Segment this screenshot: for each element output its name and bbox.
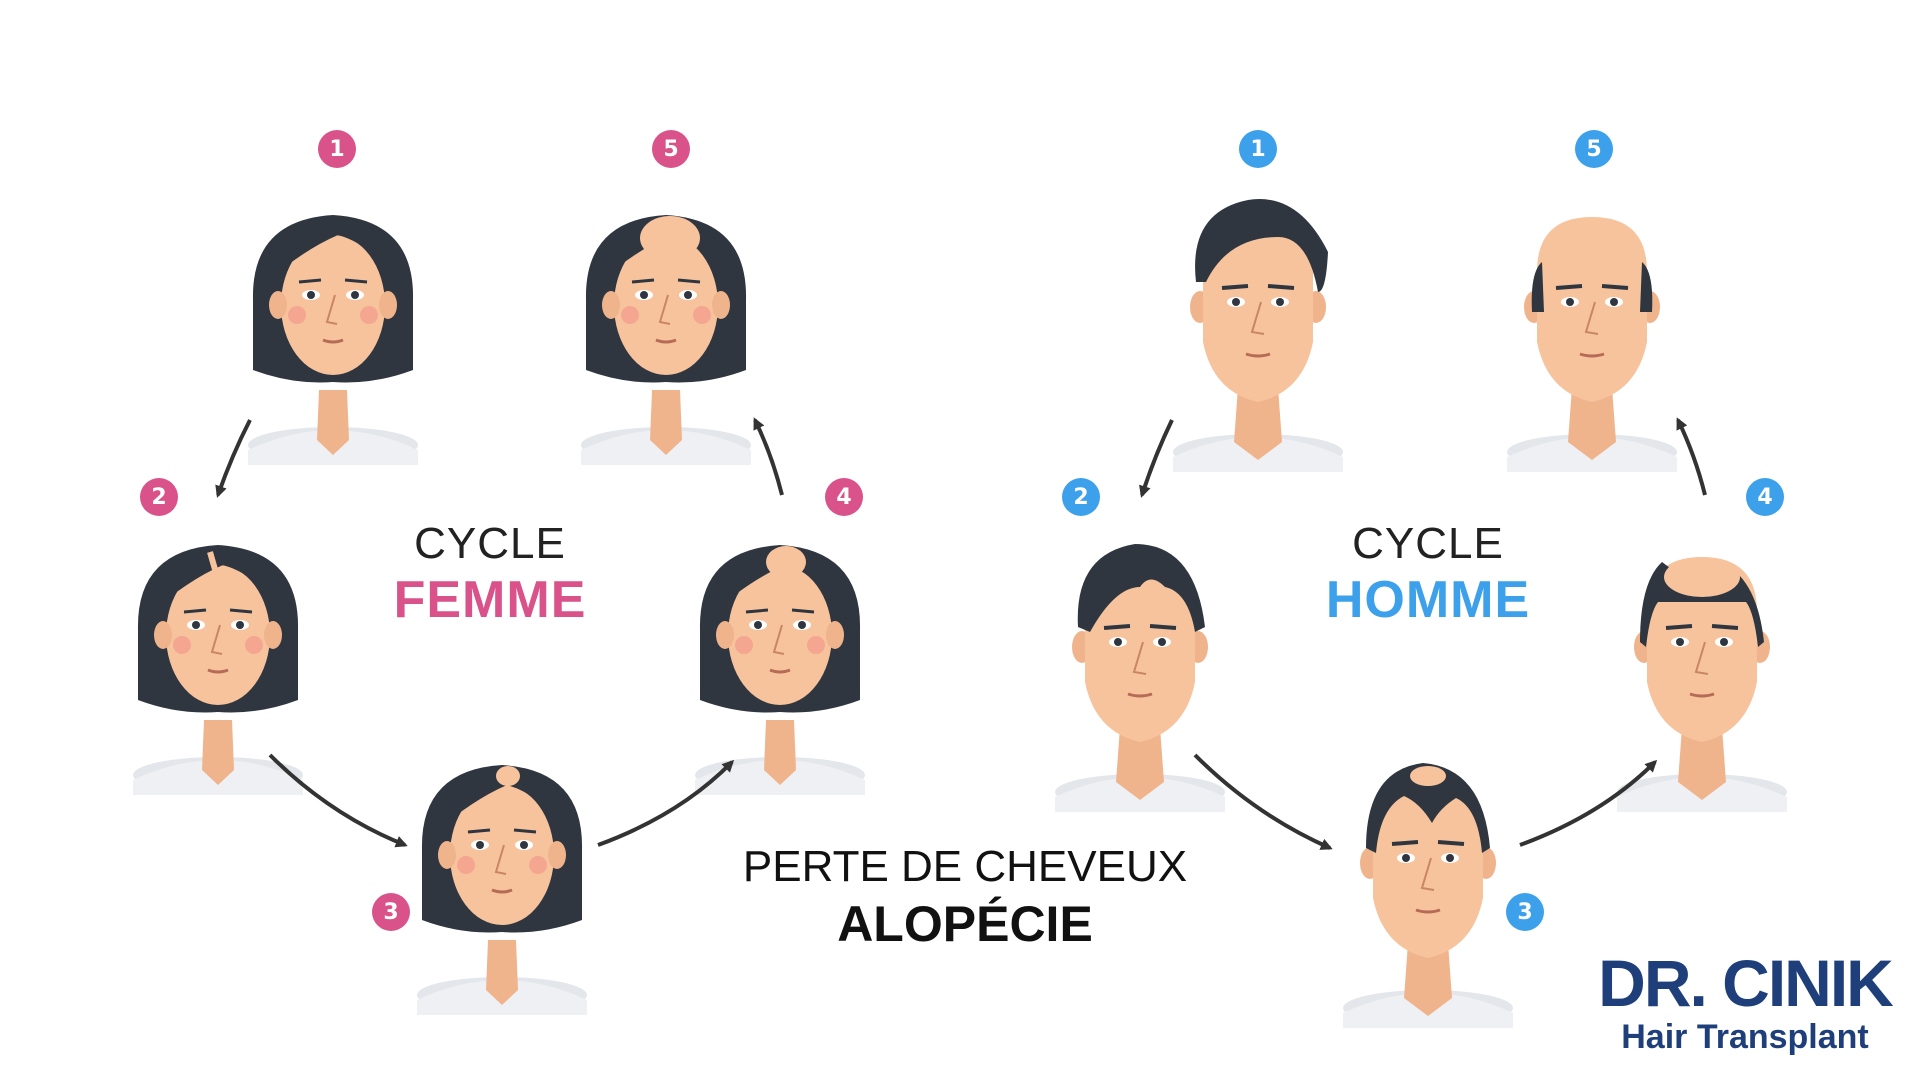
arrow-f-4-5 xyxy=(753,417,784,496)
female-head-3 xyxy=(415,763,589,1017)
arrow-m-2-3 xyxy=(1193,753,1333,850)
male-step-badge-5: 5 xyxy=(1575,130,1613,168)
logo-brand: DR. CINIK xyxy=(1598,946,1894,1020)
arrow-m-4-5 xyxy=(1676,417,1707,496)
arrow-f-3-4 xyxy=(597,759,735,847)
male-head-3 xyxy=(1341,763,1515,1030)
female-step-badge-1: 1 xyxy=(318,130,356,168)
arrow-m-3-4 xyxy=(1519,759,1658,847)
female-head-2 xyxy=(131,543,305,797)
male-head-1 xyxy=(1171,199,1345,474)
arrow-m-1-2 xyxy=(1139,419,1174,498)
female-step-badge-4: 4 xyxy=(825,478,863,516)
arrow-f-2-3 xyxy=(268,753,408,848)
female-step-badge-2: 2 xyxy=(140,478,178,516)
center-title-line1: PERTE DE CHEVEUX xyxy=(742,842,1188,891)
female-cycle-title: CYCLE FEMME xyxy=(380,519,600,629)
male-cycle-title: CYCLE HOMME xyxy=(1318,519,1538,629)
male-head-4 xyxy=(1615,555,1789,814)
male-cycle-label: CYCLE xyxy=(1352,519,1504,568)
center-title: PERTE DE CHEVEUX ALOPÉCIE xyxy=(720,842,1210,952)
center-title-line2: ALOPÉCIE xyxy=(837,896,1093,952)
male-step-badge-1: 1 xyxy=(1239,130,1277,168)
female-step-badge-3: 3 xyxy=(372,893,410,931)
male-step-badge-3: 3 xyxy=(1506,893,1544,931)
female-head-5 xyxy=(579,213,753,467)
male-head-5 xyxy=(1505,215,1679,474)
female-head-1 xyxy=(246,213,420,467)
female-head-4 xyxy=(693,543,867,797)
female-cycle-name: FEMME xyxy=(393,571,587,629)
logo-tagline: Hair Transplant xyxy=(1621,1018,1869,1056)
female-cycle-label: CYCLE xyxy=(414,519,566,568)
male-head-2 xyxy=(1053,544,1227,814)
male-step-badge-4: 4 xyxy=(1746,478,1784,516)
dr-cinik-logo: DR. CINIK Hair Transplant xyxy=(1585,950,1905,1054)
male-cycle-name: HOMME xyxy=(1325,571,1531,629)
male-step-badge-2: 2 xyxy=(1062,478,1100,516)
female-step-badge-5: 5 xyxy=(652,130,690,168)
arrow-f-1-2 xyxy=(215,419,252,498)
